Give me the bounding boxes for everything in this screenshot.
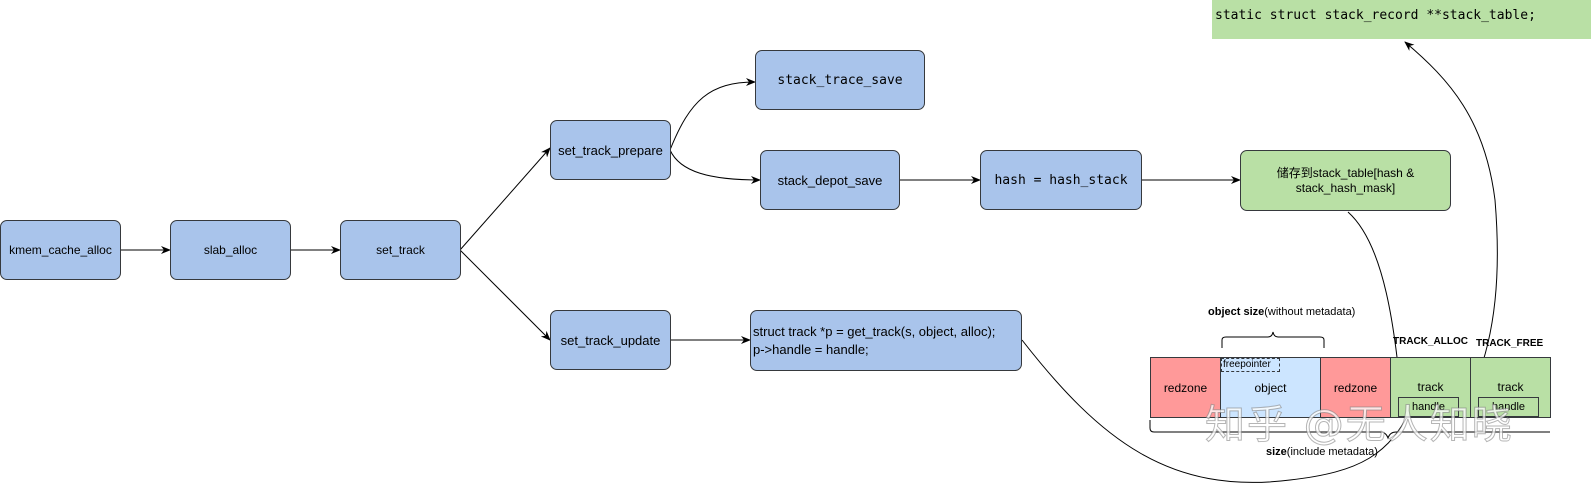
get-track-line-1: struct track *p = get_track(s, object, a…	[753, 323, 996, 339]
size-brace	[1149, 420, 1550, 440]
node-stack-depot-save[interactable]: stack_depot_save	[760, 150, 900, 210]
curve-handle-to-stacktable	[1404, 41, 1498, 406]
node-stack-trace-save[interactable]: stack_trace_save	[755, 50, 925, 110]
cell-redzone-right: redzone	[1320, 357, 1391, 418]
cell-object: object	[1220, 357, 1321, 418]
track-alloc-label: TRACK_ALLOC	[1393, 336, 1468, 347]
watermark: 知乎 @无人知晓	[1205, 402, 1514, 449]
node-slab-alloc[interactable]: slab_alloc	[170, 220, 291, 280]
cell-handle-free: handle	[1478, 397, 1539, 417]
size-label: size(include metadata)	[1266, 446, 1378, 458]
arrow-settrack-to-update	[459, 249, 551, 341]
track-free-label: TRACK_FREE	[1476, 338, 1544, 349]
stack-table-declaration: static struct stack_record **stack_table…	[1212, 0, 1591, 39]
freepointer-box: freepointer	[1221, 358, 1280, 372]
node-set-track-prepare[interactable]: set_track_prepare	[550, 120, 671, 180]
node-set-track-update[interactable]: set_track_update	[550, 310, 671, 370]
arrow-prepare-to-trace-save	[669, 78, 756, 151]
node-set-track[interactable]: set_track	[340, 220, 461, 280]
node-get-track[interactable]: struct track *p = get_track(s, object, a…	[750, 310, 1022, 371]
object-size-brace	[1221, 331, 1325, 348]
curve-gettrack-to-handle	[1021, 339, 1414, 483]
store-table-line-2: stack_hash_mask]	[1295, 180, 1396, 195]
node-kmem-cache-alloc[interactable]: kmem_cache_alloc	[0, 220, 121, 280]
get-track-line-2: p->handle = handle;	[753, 341, 869, 357]
node-store-stack-table[interactable]: 储存到stack_table[hash & stack_hash_mask]	[1240, 150, 1451, 211]
node-hash-stack[interactable]: hash = hash_stack	[980, 150, 1142, 210]
cell-handle-alloc: handle	[1398, 397, 1459, 417]
arrow-prepare-to-depot-save	[669, 149, 761, 184]
store-table-line-1: 储存到stack_table[hash &	[1276, 165, 1415, 180]
object-size-label: object size(without metadata)	[1208, 306, 1356, 318]
arrow-settrack-to-prepare	[459, 147, 551, 251]
